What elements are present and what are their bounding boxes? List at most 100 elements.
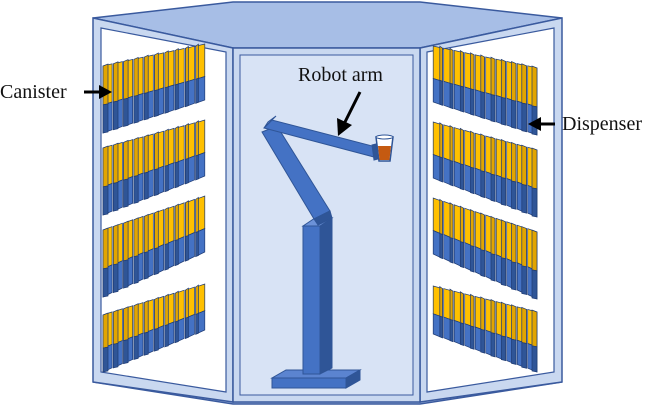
drug-unit xyxy=(164,50,175,114)
canister-side-face xyxy=(143,300,149,334)
right-shelf-row-4 xyxy=(432,285,538,373)
dispenser-side-face xyxy=(123,339,129,365)
cup-liquid xyxy=(378,146,391,160)
dispenser-side-face xyxy=(195,312,199,335)
dispenser-side-face xyxy=(470,166,475,195)
canister-side-face xyxy=(195,43,199,80)
dispenser-side-face xyxy=(112,263,119,293)
canister-side-face xyxy=(459,127,464,166)
dispenser-side-face xyxy=(154,327,159,352)
drug-unit xyxy=(516,306,527,369)
dispenser-side-face xyxy=(459,241,464,268)
dispenser-side-face xyxy=(102,346,109,373)
drug-unit xyxy=(432,45,443,106)
dispenser-side-face xyxy=(143,331,149,356)
dispenser-side-face xyxy=(500,96,506,126)
dispenser-side-face xyxy=(500,335,506,362)
canister-side-face xyxy=(164,50,169,89)
dispenser-side-face xyxy=(470,88,475,116)
drug-unit xyxy=(516,224,527,296)
drug-unit xyxy=(123,139,134,208)
canister-side-face xyxy=(449,47,454,85)
dispenser-side-face xyxy=(480,91,485,119)
canister-side-face xyxy=(174,203,179,242)
dispenser-side-face xyxy=(470,325,475,350)
canister-side-face xyxy=(490,299,496,335)
drug-unit xyxy=(195,195,206,258)
canister-side-face xyxy=(112,224,119,266)
canister-side-face xyxy=(531,229,538,272)
canister-side-face xyxy=(154,296,159,330)
canister-side-face xyxy=(470,52,475,91)
canister-side-face xyxy=(102,63,109,106)
dispenser-side-face xyxy=(195,230,199,258)
canister-side-face xyxy=(195,196,199,234)
dispenser-side-face xyxy=(174,320,179,344)
dispenser-side-face xyxy=(123,97,129,127)
drug-unit xyxy=(143,133,154,200)
drug-unit xyxy=(443,288,454,343)
canister-side-face xyxy=(112,142,119,184)
drug-unit xyxy=(495,138,506,206)
canister-side-face xyxy=(439,122,443,159)
drug-unit xyxy=(506,221,517,291)
left-shelf-row-2 xyxy=(102,119,206,216)
drug-unit xyxy=(453,290,464,346)
drug-unit xyxy=(133,215,144,285)
drug-unit xyxy=(485,135,496,202)
drug-unit xyxy=(185,122,195,185)
canister-arrow xyxy=(84,85,112,99)
drug-unit xyxy=(464,293,475,350)
dispenser-side-face xyxy=(480,328,485,354)
dispenser-side-face xyxy=(480,170,485,198)
drug-unit xyxy=(443,124,454,187)
drug-unit xyxy=(185,198,195,262)
drug-unit xyxy=(123,305,134,365)
canister-side-face xyxy=(490,136,496,176)
dispenser-side-face xyxy=(123,259,129,289)
canister-side-face xyxy=(490,215,496,256)
drug-unit xyxy=(133,136,144,204)
canister-side-face xyxy=(154,210,159,250)
drug-unit xyxy=(174,47,185,111)
dispenser-side-face xyxy=(511,338,517,365)
canister-side-face xyxy=(439,285,443,318)
right-shelf-row-3 xyxy=(432,197,538,300)
dispenser-side-face xyxy=(511,180,517,210)
canister-side-face xyxy=(102,145,109,188)
canister-side-face xyxy=(439,198,443,236)
canister-side-face xyxy=(470,130,475,169)
canister-side-face xyxy=(521,306,527,344)
dispenser-arrow xyxy=(528,117,555,131)
dispenser-side-face xyxy=(133,175,139,204)
canister-side-face xyxy=(133,137,139,177)
drug-unit xyxy=(495,58,506,126)
dispenser-side-face xyxy=(195,77,199,104)
drug-unit xyxy=(102,144,113,216)
canister-side-face xyxy=(449,124,454,162)
drug-unit xyxy=(432,121,443,183)
canister-side-face xyxy=(102,227,109,270)
canister-side-face xyxy=(185,287,189,319)
dispenser-side-face xyxy=(480,249,485,277)
dispenser-side-face xyxy=(521,342,527,369)
canister-side-face xyxy=(459,49,464,88)
canister-side-face xyxy=(133,217,139,258)
robot xyxy=(261,115,394,389)
drug-unit xyxy=(154,295,164,352)
dispenser-side-face xyxy=(490,253,496,282)
drug-unit xyxy=(133,56,144,124)
dispenser-side-face xyxy=(133,94,139,124)
dispenser-side-face xyxy=(511,99,517,129)
drug-unit xyxy=(485,298,496,358)
canister-side-face xyxy=(449,202,454,240)
dispenser-side-face xyxy=(449,82,454,110)
drug-unit xyxy=(527,308,538,373)
canister-side-face xyxy=(531,147,538,190)
dispenser-side-face xyxy=(123,178,129,208)
dispenser-side-face xyxy=(185,157,189,185)
canister-side-face xyxy=(185,122,189,160)
dispenser-side-face xyxy=(490,94,496,123)
